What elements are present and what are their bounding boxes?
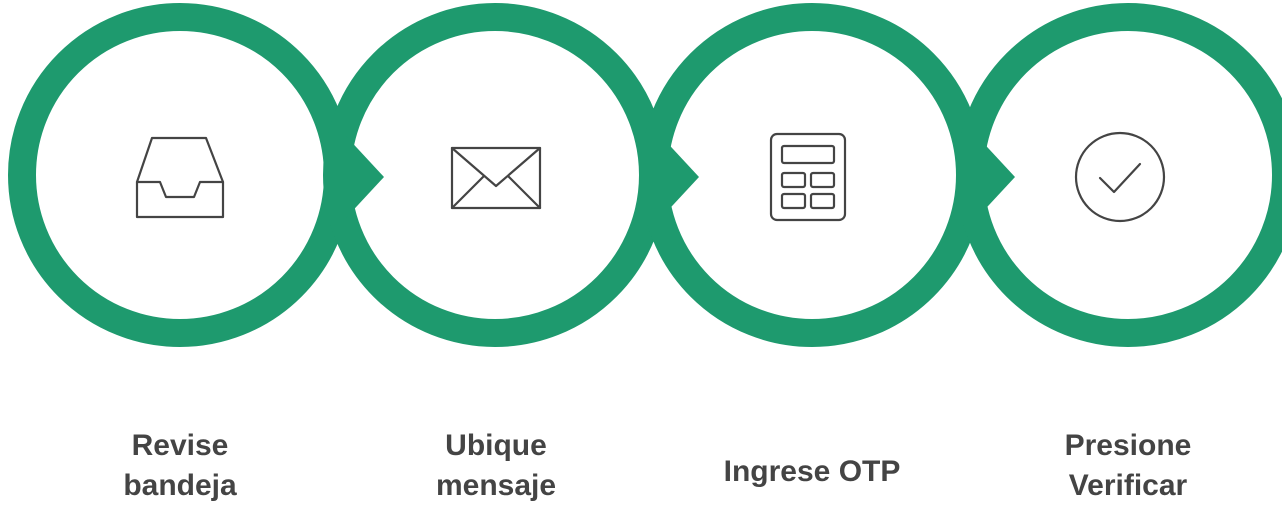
envelope-icon [450,146,542,210]
arrow-right-icon [976,135,1015,219]
step-1-ring [8,3,352,347]
step-2-ring [323,3,667,347]
step-2-label: Ubique mensaje [376,426,616,506]
inbox-tray-icon [135,136,225,219]
step-2-label-line-1: Ubique [445,429,547,462]
step-4-ring [956,3,1282,347]
check-circle-icon [1074,131,1166,223]
step-4-label: Presione Verificar [1008,426,1248,506]
calculator-icon [769,132,847,222]
arrow-right-icon [660,135,699,219]
step-1-label: Revise bandeja [60,426,300,506]
step-2-label-line-2: mensaje [435,469,557,502]
step-1-label-line-1: Revise [131,429,229,462]
step-3-label-line-1: Ingrese OTP [723,455,901,488]
step-1-label-line-2: bandeja [123,469,237,502]
arrow-right-icon [345,135,384,219]
step-4-label-line-2: Verificar [1068,469,1188,502]
step-4-label-line-1: Presione [1064,429,1192,462]
step-3-label: Ingrese OTP [692,452,932,492]
